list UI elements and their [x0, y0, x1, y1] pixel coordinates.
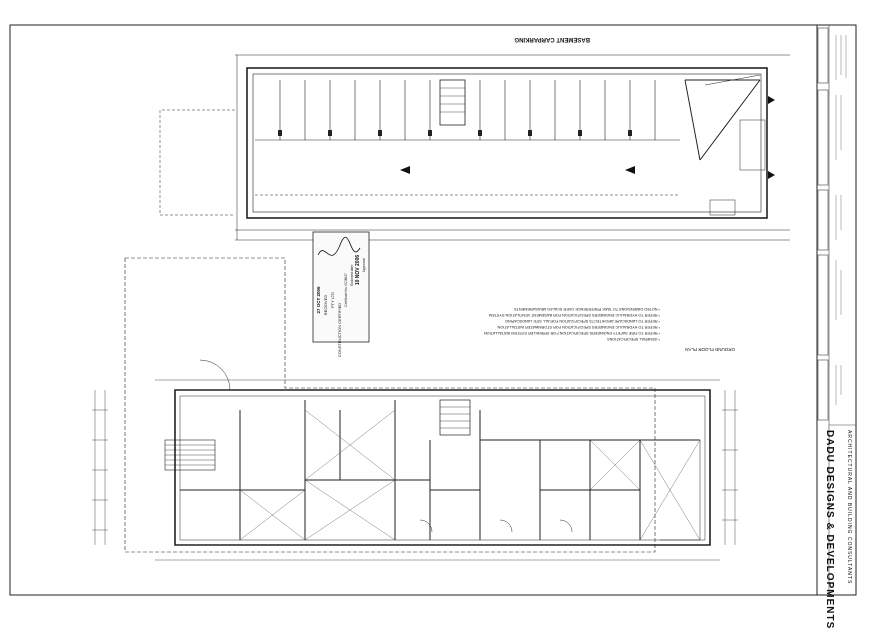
- note-6: * GENERAL SPECIFICATIONS: [607, 337, 660, 341]
- signature: [317, 236, 361, 256]
- stamp-endorsed: Endorsed date:: [350, 264, 354, 286]
- company-subtitle: ARCHITECTURAL AND BUILDING CONSULTANTS: [846, 430, 852, 585]
- note-3: * REFER TO LANDSCAPE ARCHITECTS SPECIFIC…: [505, 319, 660, 323]
- company-name: DADU DESIGNS & DEVELOPMENTS: [824, 430, 835, 629]
- sheet-border: [9, 24, 857, 596]
- basement-plan-title: BASEMENT CARPARKING: [514, 36, 590, 42]
- stamp-approved: Approved:: [362, 258, 366, 273]
- basement-plan: [159, 54, 790, 241]
- stamp-line1: CONSTRUCTION CERTIFIED: [337, 303, 342, 357]
- stamp-cert: Certificate No. CC/6047: [344, 273, 348, 307]
- stamp-date: 27 OCT 2006: [316, 286, 321, 314]
- general-notes: * NOTED DIMENSIONS TO TAKE PREFERENCE OV…: [484, 307, 660, 341]
- title-block: [816, 25, 856, 595]
- note-1: * NOTED DIMENSIONS TO TAKE PREFERENCE OV…: [514, 307, 660, 311]
- stamp-line2: PTY LTD: [330, 292, 335, 308]
- note-2: * REFER TO HYDRAULIC ENGINEERS SPECIFICA…: [489, 313, 660, 317]
- note-5: * REFER TO FIRE SAFETY ENGINEERS SPECIFI…: [484, 331, 660, 335]
- stamp-received: RECEIVED: [323, 295, 328, 316]
- certification-stamp: CONSTRUCTION CERTIFIED PTY LTD RECEIVED …: [312, 231, 370, 357]
- ground-floor-title: GROUND FLOOR PLAN: [685, 347, 735, 352]
- note-4: * REFER TO HYDRAULIC ENGINEERS SPECIFICA…: [497, 325, 660, 329]
- stamp-date2: 10 NOV 2006: [355, 255, 361, 286]
- ground-floor-plan: [92, 257, 738, 561]
